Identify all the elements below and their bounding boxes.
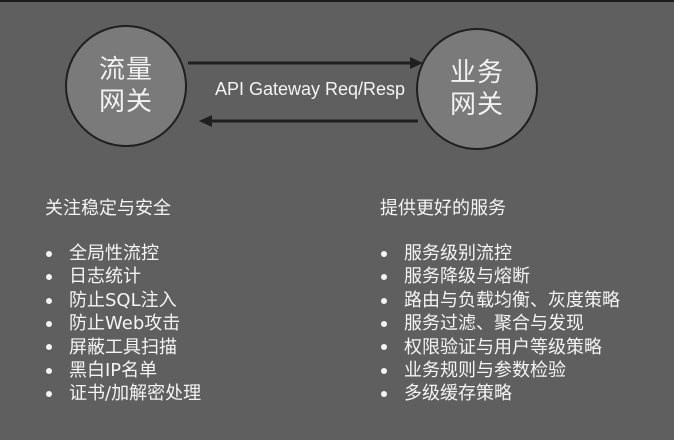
list-item-label: 全局性流控 bbox=[69, 243, 159, 264]
list-item: 防止Web攻击 bbox=[45, 312, 201, 335]
list-item-label: 防止Web攻击 bbox=[69, 313, 181, 335]
bullet-icon bbox=[46, 320, 52, 327]
traffic-gateway-label-line2: 网关 bbox=[98, 87, 153, 117]
list-item: 服务级别流控 bbox=[380, 242, 620, 265]
list-item-label: 防止SQL注入 bbox=[69, 289, 177, 311]
business-gateway-features: 提供更好的服务 服务级别流控 服务降级与熔断 路由与负载均衡、灰度策略 服务过滤… bbox=[380, 196, 620, 406]
list-item: 证书/加解密处理 bbox=[45, 382, 201, 405]
bullet-icon bbox=[46, 250, 52, 257]
response-arrow-head bbox=[199, 115, 212, 127]
bullet-icon bbox=[46, 391, 52, 398]
bullet-icon bbox=[46, 274, 52, 281]
list-item: 业务规则与参数检验 bbox=[380, 359, 620, 382]
bullet-icon bbox=[381, 250, 387, 257]
bullet-icon bbox=[46, 297, 52, 304]
list-item-label: 业务规则与参数检验 bbox=[404, 360, 566, 382]
list-item: 屏蔽工具扫描 bbox=[45, 336, 201, 359]
top-border-line bbox=[0, 0, 674, 2]
right-column-title: 提供更好的服务 bbox=[380, 198, 506, 219]
bullet-icon bbox=[381, 391, 387, 398]
list-item: 黑白IP名单 bbox=[45, 359, 201, 382]
list-item-label: 屏蔽工具扫描 bbox=[69, 336, 177, 358]
request-arrow-head bbox=[410, 57, 423, 69]
list-item: 服务降级与熔断 bbox=[380, 265, 620, 288]
bullet-icon bbox=[46, 344, 52, 351]
bullet-icon bbox=[381, 367, 387, 374]
business-gateway-label-line2: 网关 bbox=[449, 90, 504, 120]
traffic-gateway-node: 流量 网关 bbox=[65, 25, 187, 147]
list-item-label: 日志统计 bbox=[69, 266, 141, 288]
bullet-icon bbox=[381, 320, 387, 327]
connection-label: API Gateway Req/Resp bbox=[214, 79, 406, 99]
list-item: 防止SQL注入 bbox=[45, 289, 201, 312]
list-item-label: 路由与负载均衡、灰度策略 bbox=[404, 289, 620, 311]
list-item-label: 服务降级与熔断 bbox=[404, 266, 530, 288]
traffic-gateway-label-line1: 流量 bbox=[98, 55, 153, 85]
bullet-icon bbox=[46, 367, 52, 374]
traffic-gateway-features: 关注稳定与安全 全局性流控 日志统计 防止SQL注入 防止Web攻击 屏蔽工具扫… bbox=[45, 196, 201, 406]
list-item: 日志统计 bbox=[45, 265, 201, 288]
right-feature-list: 服务级别流控 服务降级与熔断 路由与负载均衡、灰度策略 服务过滤、聚合与发现 权… bbox=[380, 242, 620, 406]
list-item-label: 服务过滤、聚合与发现 bbox=[404, 313, 584, 335]
business-gateway-label-line1: 业务 bbox=[449, 58, 504, 88]
list-item-label: 黑白IP名单 bbox=[69, 360, 158, 382]
left-feature-list: 全局性流控 日志统计 防止SQL注入 防止Web攻击 屏蔽工具扫描 黑白IP名单… bbox=[45, 242, 201, 406]
list-item: 权限验证与用户等级策略 bbox=[380, 336, 620, 359]
list-item-label: 多级缓存策略 bbox=[404, 383, 512, 405]
bullet-icon bbox=[381, 297, 387, 304]
list-item-label: 权限验证与用户等级策略 bbox=[404, 336, 602, 358]
bullet-icon bbox=[381, 274, 387, 281]
list-item-label: 证书/加解密处理 bbox=[69, 383, 202, 405]
left-column-title: 关注稳定与安全 bbox=[45, 198, 171, 219]
list-item: 全局性流控 bbox=[45, 242, 201, 265]
list-item: 服务过滤、聚合与发现 bbox=[380, 312, 620, 335]
list-item: 路由与负载均衡、灰度策略 bbox=[380, 289, 620, 312]
business-gateway-node: 业务 网关 bbox=[416, 28, 538, 150]
list-item: 多级缓存策略 bbox=[380, 382, 620, 405]
list-item-label: 服务级别流控 bbox=[404, 243, 512, 264]
bullet-icon bbox=[381, 344, 387, 351]
